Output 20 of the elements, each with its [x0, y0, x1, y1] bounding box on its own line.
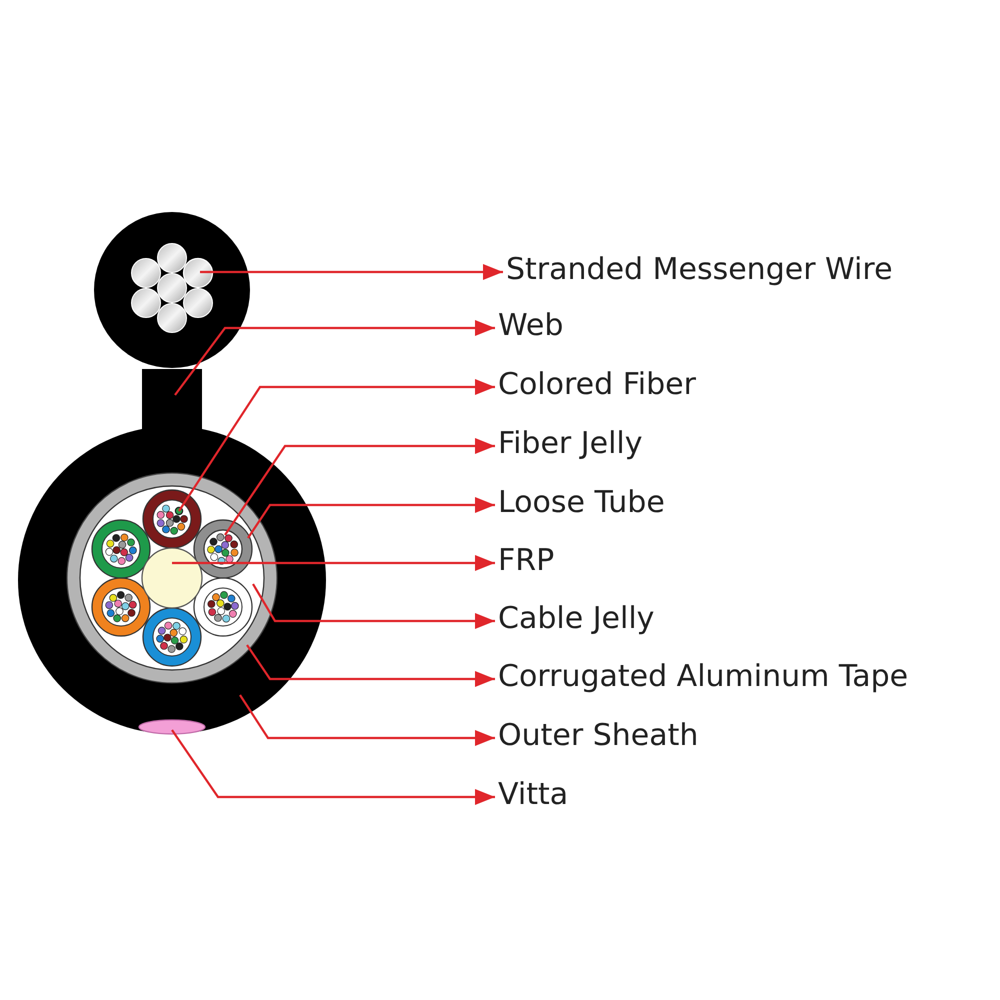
part-label: Cable Jelly: [498, 601, 654, 636]
leader-line: [178, 379, 495, 512]
part-label: Stranded Messenger Wire: [506, 252, 893, 287]
leader-line: [200, 264, 503, 280]
part-label: Vitta: [498, 777, 568, 812]
part-label: Fiber Jelly: [498, 426, 643, 461]
part-label: Loose Tube: [498, 485, 665, 520]
part-label: Colored Fiber: [498, 367, 696, 402]
leader-line: [252, 583, 495, 629]
leader-line: [172, 555, 495, 571]
leader-line: [246, 644, 495, 687]
leader-line: [174, 320, 495, 396]
part-label: FRP: [498, 543, 554, 578]
leader-line: [171, 729, 495, 805]
leader-line: [239, 694, 495, 746]
part-label: Web: [498, 308, 564, 343]
part-label: Outer Sheath: [498, 718, 698, 753]
part-label: Corrugated Aluminum Tape: [498, 659, 908, 694]
leader-line: [224, 438, 495, 536]
leader-line: [247, 497, 495, 539]
